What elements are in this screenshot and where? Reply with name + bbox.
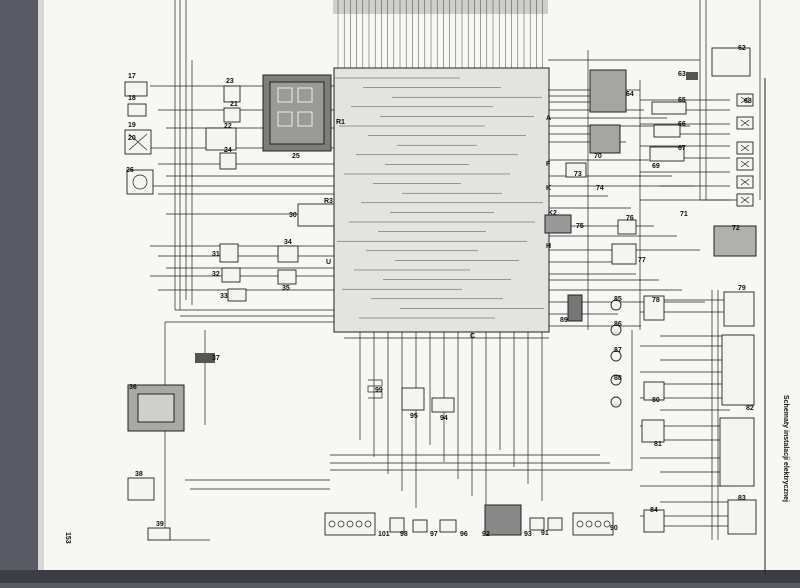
component-label-94: 94 [440,415,448,422]
central-fuse-box [333,67,550,333]
component-label-24: 24 [224,147,232,154]
component-label-30: 30 [289,212,297,219]
component-label-19: 19 [128,122,136,129]
component-label-77: 77 [638,257,646,264]
component-label-34: 34 [284,239,292,246]
component-label-88: 88 [614,375,622,382]
connector-letters: A F K H C U R3 R1 K2 [324,115,557,340]
component-label-92: 92 [482,531,490,538]
component-label-73: 73 [574,171,582,178]
component-label-97: 97 [430,531,438,538]
component-label-78: 78 [652,297,660,304]
component-label-17: 17 [128,73,136,80]
component-label-18: 18 [128,95,136,102]
component-label-89: 89 [560,317,568,324]
conn-F: F [546,161,551,168]
component-label-82: 82 [746,405,754,412]
component-label-25: 25 [292,153,300,160]
right-components [544,47,757,535]
top-wire-bundle [333,0,548,14]
component-label-67: 67 [678,145,686,152]
left-components [124,81,335,541]
component-label-99: 99 [375,387,383,394]
component-label-70: 70 [594,153,602,160]
lower-components [324,294,614,536]
component-label-26: 26 [126,167,134,174]
side-title: Schematy instalacji elektrycznej [782,395,789,502]
component-label-62: 62 [738,45,746,52]
component-label-93: 93 [524,531,532,538]
component-label-96: 96 [460,531,468,538]
component-label-39: 39 [156,521,164,528]
component-label-90: 90 [610,525,618,532]
component-label-64: 64 [626,91,634,98]
left-trunk [164,0,334,541]
component-label-80: 80 [652,397,660,404]
component-label-98: 98 [400,531,408,538]
component-label-22: 22 [224,123,232,130]
component-label-76: 76 [626,215,634,222]
component-label-20: 20 [128,135,136,142]
component-label-33: 33 [220,293,228,300]
component-label-101: 101 [378,531,390,538]
component-label-63: 63 [678,71,686,78]
conn-H: H [546,243,551,250]
component-label-79: 79 [738,285,746,292]
component-label-31: 31 [212,251,220,258]
component-label-91: 91 [541,530,549,537]
component-label-21: 21 [230,101,238,108]
component-label-32: 32 [212,271,220,278]
component-label-71: 71 [680,211,688,218]
component-label-66: 66 [678,121,686,128]
conn-R3: R3 [324,198,333,205]
conn-A: A [546,115,551,122]
component-label-68: 68 [744,98,752,105]
component-label-74: 74 [596,185,604,192]
page-number: 153 [64,532,71,544]
component-label-37: 37 [212,355,220,362]
conn-R1: R1 [336,119,345,126]
bottom-edge [0,570,800,583]
component-label-69: 69 [652,163,660,170]
conn-K2: K2 [548,210,557,217]
component-label-75: 75 [576,223,584,230]
component-label-84: 84 [650,507,658,514]
component-label-35: 35 [282,285,290,292]
conn-W: U [326,259,331,266]
conn-C: C [470,333,475,340]
component-label-72: 72 [732,225,740,232]
component-label-23: 23 [226,78,234,85]
component-label-36: 36 [129,384,137,391]
component-label-87: 87 [614,347,622,354]
component-label-81: 81 [654,441,662,448]
component-label-38: 38 [135,471,143,478]
binding-shadow [38,0,44,575]
component-label-65: 65 [678,97,686,104]
component-label-83: 83 [738,495,746,502]
component-label-86: 86 [614,321,622,328]
component-label-85: 85 [614,296,622,303]
conn-K: K [546,185,551,192]
component-label-95: 95 [410,413,418,420]
